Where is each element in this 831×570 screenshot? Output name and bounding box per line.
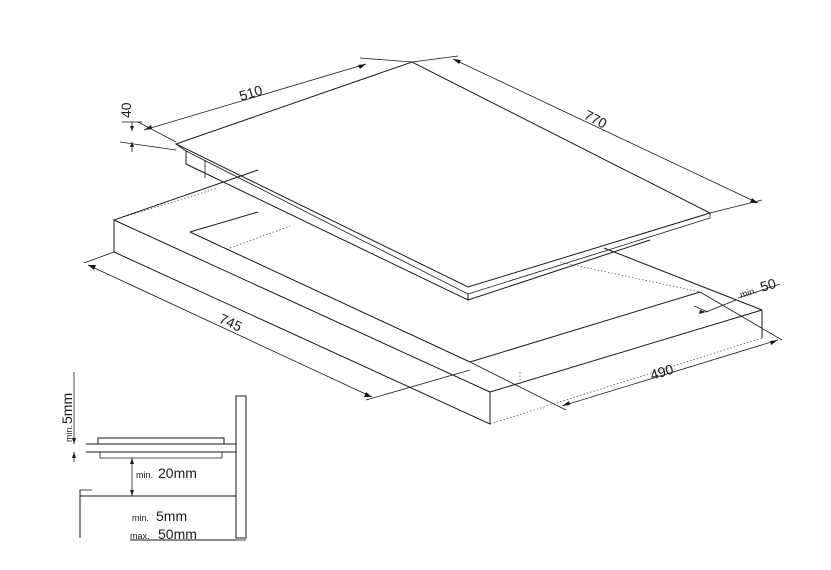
dim-width: 770 bbox=[411, 55, 763, 214]
section-detail: min. 5mm min. 20mm min. 5mm max. 50mm bbox=[59, 372, 247, 542]
hob-glass-edge bbox=[175, 143, 711, 295]
dim-cutout-width-label: 745 bbox=[217, 310, 245, 334]
dim-cutout-width: 745 bbox=[83, 251, 471, 401]
dim-top-gap-value: 5mm bbox=[59, 393, 75, 424]
worktop-left-back-edge bbox=[113, 169, 259, 221]
dim-top-gap-prefix: min. bbox=[64, 425, 74, 442]
cutout-front-edge bbox=[189, 231, 471, 363]
dim-panel-min-prefix: min. bbox=[132, 513, 149, 523]
hob-right-side bbox=[467, 239, 651, 301]
hidden-edge bbox=[559, 261, 701, 293]
dim-below-gap-value: 20mm bbox=[158, 465, 197, 481]
hob-glass-section bbox=[97, 437, 225, 445]
worktop-front-face bbox=[113, 219, 491, 425]
dim-thickness-label: 40 bbox=[118, 102, 134, 118]
dim-depth: 510 bbox=[137, 57, 413, 143]
cutout-left-edge bbox=[189, 211, 259, 233]
dim-below-gap-prefix: min. bbox=[136, 470, 153, 480]
hidden-edge bbox=[229, 225, 291, 249]
dim-panel-max-prefix: max. bbox=[130, 531, 150, 541]
dim-rear-clearance: min. 50 bbox=[693, 275, 781, 314]
worktop bbox=[113, 169, 763, 425]
cutout-right-edge bbox=[469, 291, 701, 363]
hidden-edge bbox=[113, 187, 219, 221]
worktop-right-top-edge bbox=[603, 247, 763, 311]
hob-section bbox=[86, 443, 237, 453]
worktop-front-right-edge bbox=[489, 309, 763, 393]
dim-rear-clearance-value: 50 bbox=[758, 275, 778, 295]
cabinet-side-panel bbox=[235, 395, 247, 539]
dim-panel-min-value: 5mm bbox=[156, 508, 187, 524]
dim-width-label: 770 bbox=[582, 107, 610, 132]
dim-depth-label: 510 bbox=[237, 82, 264, 104]
dim-panel-max-value: 50mm bbox=[158, 526, 197, 542]
dim-rear-clearance-prefix: min. bbox=[739, 285, 758, 300]
hob-body-section bbox=[99, 452, 223, 459]
hob-front-side bbox=[185, 151, 469, 301]
dim-cutout-depth: 490 bbox=[469, 291, 783, 411]
dim-cutout-depth-label: 490 bbox=[648, 361, 675, 383]
